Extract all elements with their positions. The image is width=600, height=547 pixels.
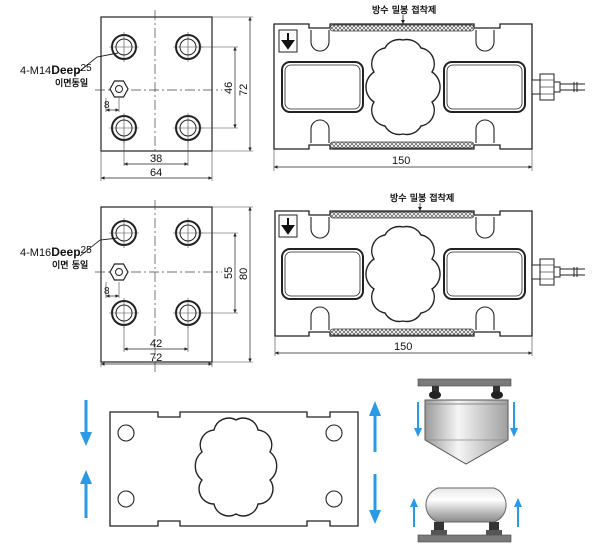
- plate-outline: [100, 16, 213, 152]
- seal-label: 방수 밀봉 접착제: [372, 4, 436, 16]
- dim-offset: 8: [104, 100, 110, 111]
- down-arrow-icon: [281, 33, 295, 50]
- seal-strip-top: [329, 211, 475, 219]
- bolt-hole: [173, 113, 203, 143]
- down-arrow-icon: [281, 218, 295, 235]
- plan-view: [109, 411, 359, 527]
- center-cutout: [365, 225, 441, 323]
- arrow-down-left: [80, 400, 92, 446]
- gauge-pocket-right: [443, 61, 526, 113]
- tank-illustration: [410, 487, 522, 543]
- seal-strip-top: [329, 24, 475, 32]
- gauge-pocket-left: [281, 248, 364, 300]
- dim-length: 150: [392, 155, 410, 167]
- thread-note: 이면 동일: [52, 259, 88, 271]
- bolt-hole: [109, 298, 139, 328]
- bolt-hole: [109, 113, 139, 143]
- seal-strip-bottom: [329, 141, 475, 149]
- dim-width: 72: [150, 352, 162, 364]
- bolt-hole: [109, 218, 139, 248]
- center-cutout: [365, 38, 441, 136]
- arrow-up-right: [369, 401, 381, 452]
- seal-strip-bottom: [329, 328, 475, 336]
- dim-hole-spacing-y: 55: [223, 267, 235, 279]
- hex-nut: [109, 80, 129, 98]
- dim-hole-spacing-y: 46: [223, 82, 235, 94]
- top-view-1: 4-M14Deep25 이면동일 8 38 64 46 72: [20, 10, 253, 181]
- dim-length: 150: [394, 341, 412, 353]
- dim-width: 64: [150, 167, 162, 179]
- side-view-1: 방수 밀봉 접착제: [273, 4, 585, 171]
- bolt-hole: [109, 32, 139, 62]
- center-cutout: [194, 417, 278, 517]
- dim-height: 72: [238, 84, 250, 96]
- thread-leader: [79, 237, 119, 257]
- arrow-down-right: [369, 474, 381, 524]
- seal-label: 방수 밀봉 접착제: [390, 192, 454, 204]
- thread-label: 4-M16Deep25: [20, 245, 92, 259]
- dim-hole-spacing-x: 42: [150, 338, 162, 350]
- bolt-hole: [173, 32, 203, 62]
- dim-hole-spacing-x: 38: [150, 153, 162, 165]
- top-view-2: 4-M16Deep25 이면 동일 8 42 72 55 80: [20, 200, 253, 372]
- arrow-up-left: [80, 470, 92, 518]
- side-view-2: 방수 밀봉 접착제 150: [274, 192, 585, 356]
- dim-height: 80: [238, 268, 250, 280]
- plate-outline: [100, 206, 213, 363]
- hex-nut: [109, 263, 129, 281]
- thread-leader: [75, 52, 119, 75]
- gauge-pocket-right: [443, 248, 526, 300]
- cable-gland: [531, 73, 585, 101]
- thread-label: 4-M14Deep25: [20, 63, 92, 77]
- bolt-hole: [173, 218, 203, 248]
- hopper-illustration: [414, 378, 518, 465]
- gauge-pocket-left: [281, 61, 364, 113]
- bolt-hole: [173, 298, 203, 328]
- cable-gland: [531, 258, 585, 286]
- dim-offset: 8: [104, 286, 110, 297]
- thread-note: 이면동일: [55, 77, 88, 89]
